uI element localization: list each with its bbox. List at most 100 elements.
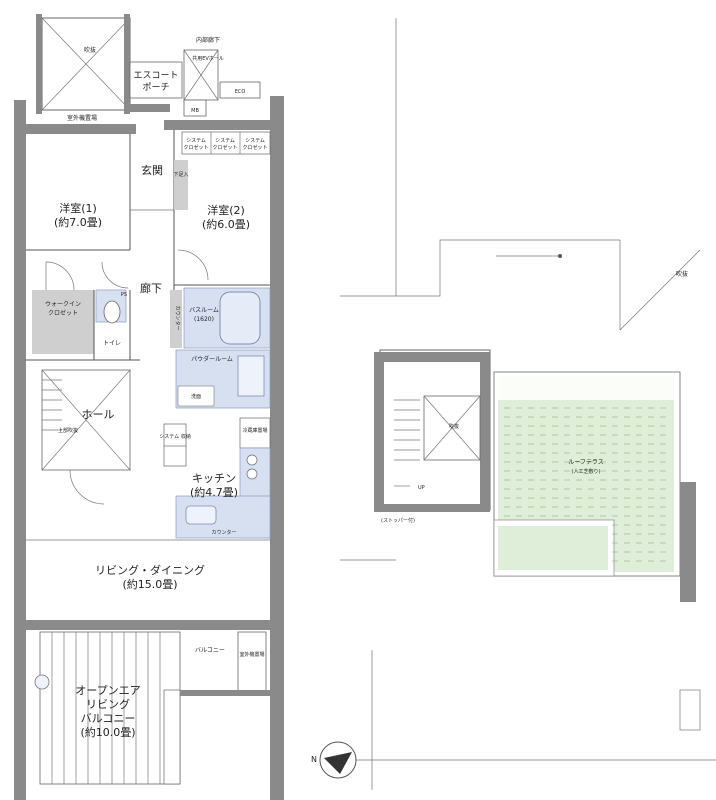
- label-sc-5: システム: [245, 138, 265, 144]
- label-escort-1: エスコート: [133, 71, 178, 81]
- void-wall-left: [36, 14, 42, 114]
- roof-rail-end: [558, 254, 562, 258]
- compass-letter: N: [311, 755, 317, 764]
- label-powder: パウダールーム: [191, 355, 233, 363]
- label-ev-hall: 共用EVホール: [192, 55, 224, 62]
- getabako-block: [174, 160, 188, 210]
- label-system-shuno: システム 収納: [159, 433, 190, 440]
- washer-space: [177, 385, 215, 407]
- label-youshitsu2-a: 洋室(2): [207, 203, 245, 217]
- label-sc-4: クロゼット: [212, 144, 237, 151]
- label-fukinuke-top: 吹抜: [84, 46, 96, 54]
- top-wall-1: [26, 124, 136, 134]
- counter-vertical: [170, 290, 182, 348]
- label-bath-a: バスルーム: [189, 307, 219, 314]
- oa-balcony-deck: [51, 632, 161, 784]
- label-joubu-fukinuke: 上部吹抜: [58, 427, 78, 434]
- stair-wall-left: [374, 352, 384, 510]
- roof-drain: [679, 689, 701, 731]
- compass-needle: [324, 752, 352, 774]
- roof-outline-1: [340, 18, 397, 297]
- living-south-wall-1: [26, 620, 156, 630]
- label-getabako: 下足入: [173, 172, 188, 178]
- main-floor-labels: 吹抜 内部廊下 エスコート ポーチ 共用EVホール MB ECO 室外機置場 玄…: [45, 36, 268, 739]
- fridge-space: [239, 417, 271, 449]
- label-youshitsu2-b: (約6.0畳): [202, 217, 250, 231]
- label-bath-b: (1620): [194, 316, 214, 323]
- oa-balcony-frame: [39, 631, 181, 785]
- label-genkan: 玄関: [141, 163, 163, 177]
- stair-wall-bottom: [374, 504, 490, 512]
- label-counter-k: カウンター: [211, 529, 236, 536]
- label-fukinuke-stair: 吹抜: [449, 423, 459, 430]
- main-floor: [14, 14, 284, 800]
- label-living-b: (約15.0畳): [122, 577, 177, 591]
- label-terrace-b: (人工芝敷り): [572, 468, 601, 475]
- roof-labels: 吹抜 吹抜 ルーフテラス (人工芝敷り) (ストッパー付) UP: [381, 270, 688, 524]
- toilet-bowl: [103, 300, 121, 324]
- living-south-wall-2: [156, 620, 270, 630]
- label-shitsugai: 室外機置場: [239, 651, 264, 658]
- kitchen-sink: [185, 505, 217, 525]
- system-storage: [163, 423, 187, 467]
- label-oa-2: リビング: [86, 697, 130, 711]
- label-oa-3: バルコニー: [81, 712, 136, 725]
- label-eco: ECO: [235, 89, 246, 95]
- eco-box: [219, 81, 261, 99]
- label-senmen: 洗面: [191, 393, 201, 400]
- door-arc-3: [177, 249, 209, 281]
- label-terrace-a: ルーフテラス: [568, 459, 604, 466]
- label-oa-4: (約10.0畳): [80, 725, 135, 739]
- label-escort-2: ポーチ: [142, 82, 169, 93]
- label-rouka: 廊下: [140, 281, 162, 295]
- oa-side-storage: [163, 689, 181, 785]
- ps-diag-2: [183, 49, 219, 101]
- label-sc-6: クロゼット: [242, 144, 267, 151]
- label-sc-2: クロゼット: [183, 144, 208, 151]
- roof-level: [330, 18, 716, 790]
- stair-steps: [42, 379, 62, 431]
- porch-box: [129, 61, 183, 99]
- label-counter-v: カウンター: [174, 305, 181, 330]
- label-walkin-b: クロゼット: [48, 309, 78, 317]
- top-wall-2: [164, 120, 272, 130]
- label-toilet: トイレ: [103, 340, 121, 347]
- label-shitsugai-top: 室外機置場: [67, 114, 97, 122]
- outer-wall-right: [270, 96, 284, 800]
- stair-diag-2: [41, 369, 131, 471]
- label-oa-1: オープンエア: [75, 684, 140, 697]
- label-living-a: リビング・ダイニング: [95, 563, 205, 577]
- faucet-icon: [34, 674, 50, 690]
- label-walkin-a: ウォークイン: [45, 300, 81, 308]
- label-updown: UP: [418, 485, 425, 491]
- label-sc-1: システム: [186, 138, 206, 144]
- label-kitchen-b: (約4.7畳): [190, 485, 238, 499]
- label-naibu-rouka: 内部廊下: [196, 36, 220, 44]
- walkin-closet-fill: [32, 290, 94, 354]
- label-kitchen-a: キッチン: [192, 472, 236, 485]
- terrace-turf-top: [498, 376, 674, 400]
- compass-icon: N: [311, 741, 357, 779]
- bathtub: [219, 291, 261, 345]
- terrace-inner-turf: [498, 526, 608, 570]
- outer-wall-left: [14, 100, 26, 800]
- label-sc-3: システム: [215, 138, 235, 144]
- label-ps-1: PS: [121, 292, 127, 298]
- label-youshitsu1-b: (約7.0畳): [54, 215, 102, 229]
- stove-burner: [246, 468, 258, 480]
- door-arc-1: [45, 261, 75, 291]
- void-diagonal-2: [41, 17, 131, 111]
- stair-void-diag-2: [423, 395, 481, 461]
- vanity: [237, 355, 265, 397]
- terrace-wall-right: [680, 482, 696, 602]
- turf-texture: [504, 407, 666, 562]
- label-fukinuke-right: 吹抜: [676, 270, 688, 278]
- stair-wall-right: [480, 352, 490, 510]
- mb-box: [183, 99, 207, 117]
- label-mb: MB: [191, 108, 199, 114]
- door-arc-hall: [69, 469, 105, 505]
- stair-wall-top: [374, 352, 490, 362]
- stove-burner: [246, 454, 258, 466]
- label-hall: ホール: [82, 408, 115, 421]
- roof-outline-2: [396, 239, 620, 297]
